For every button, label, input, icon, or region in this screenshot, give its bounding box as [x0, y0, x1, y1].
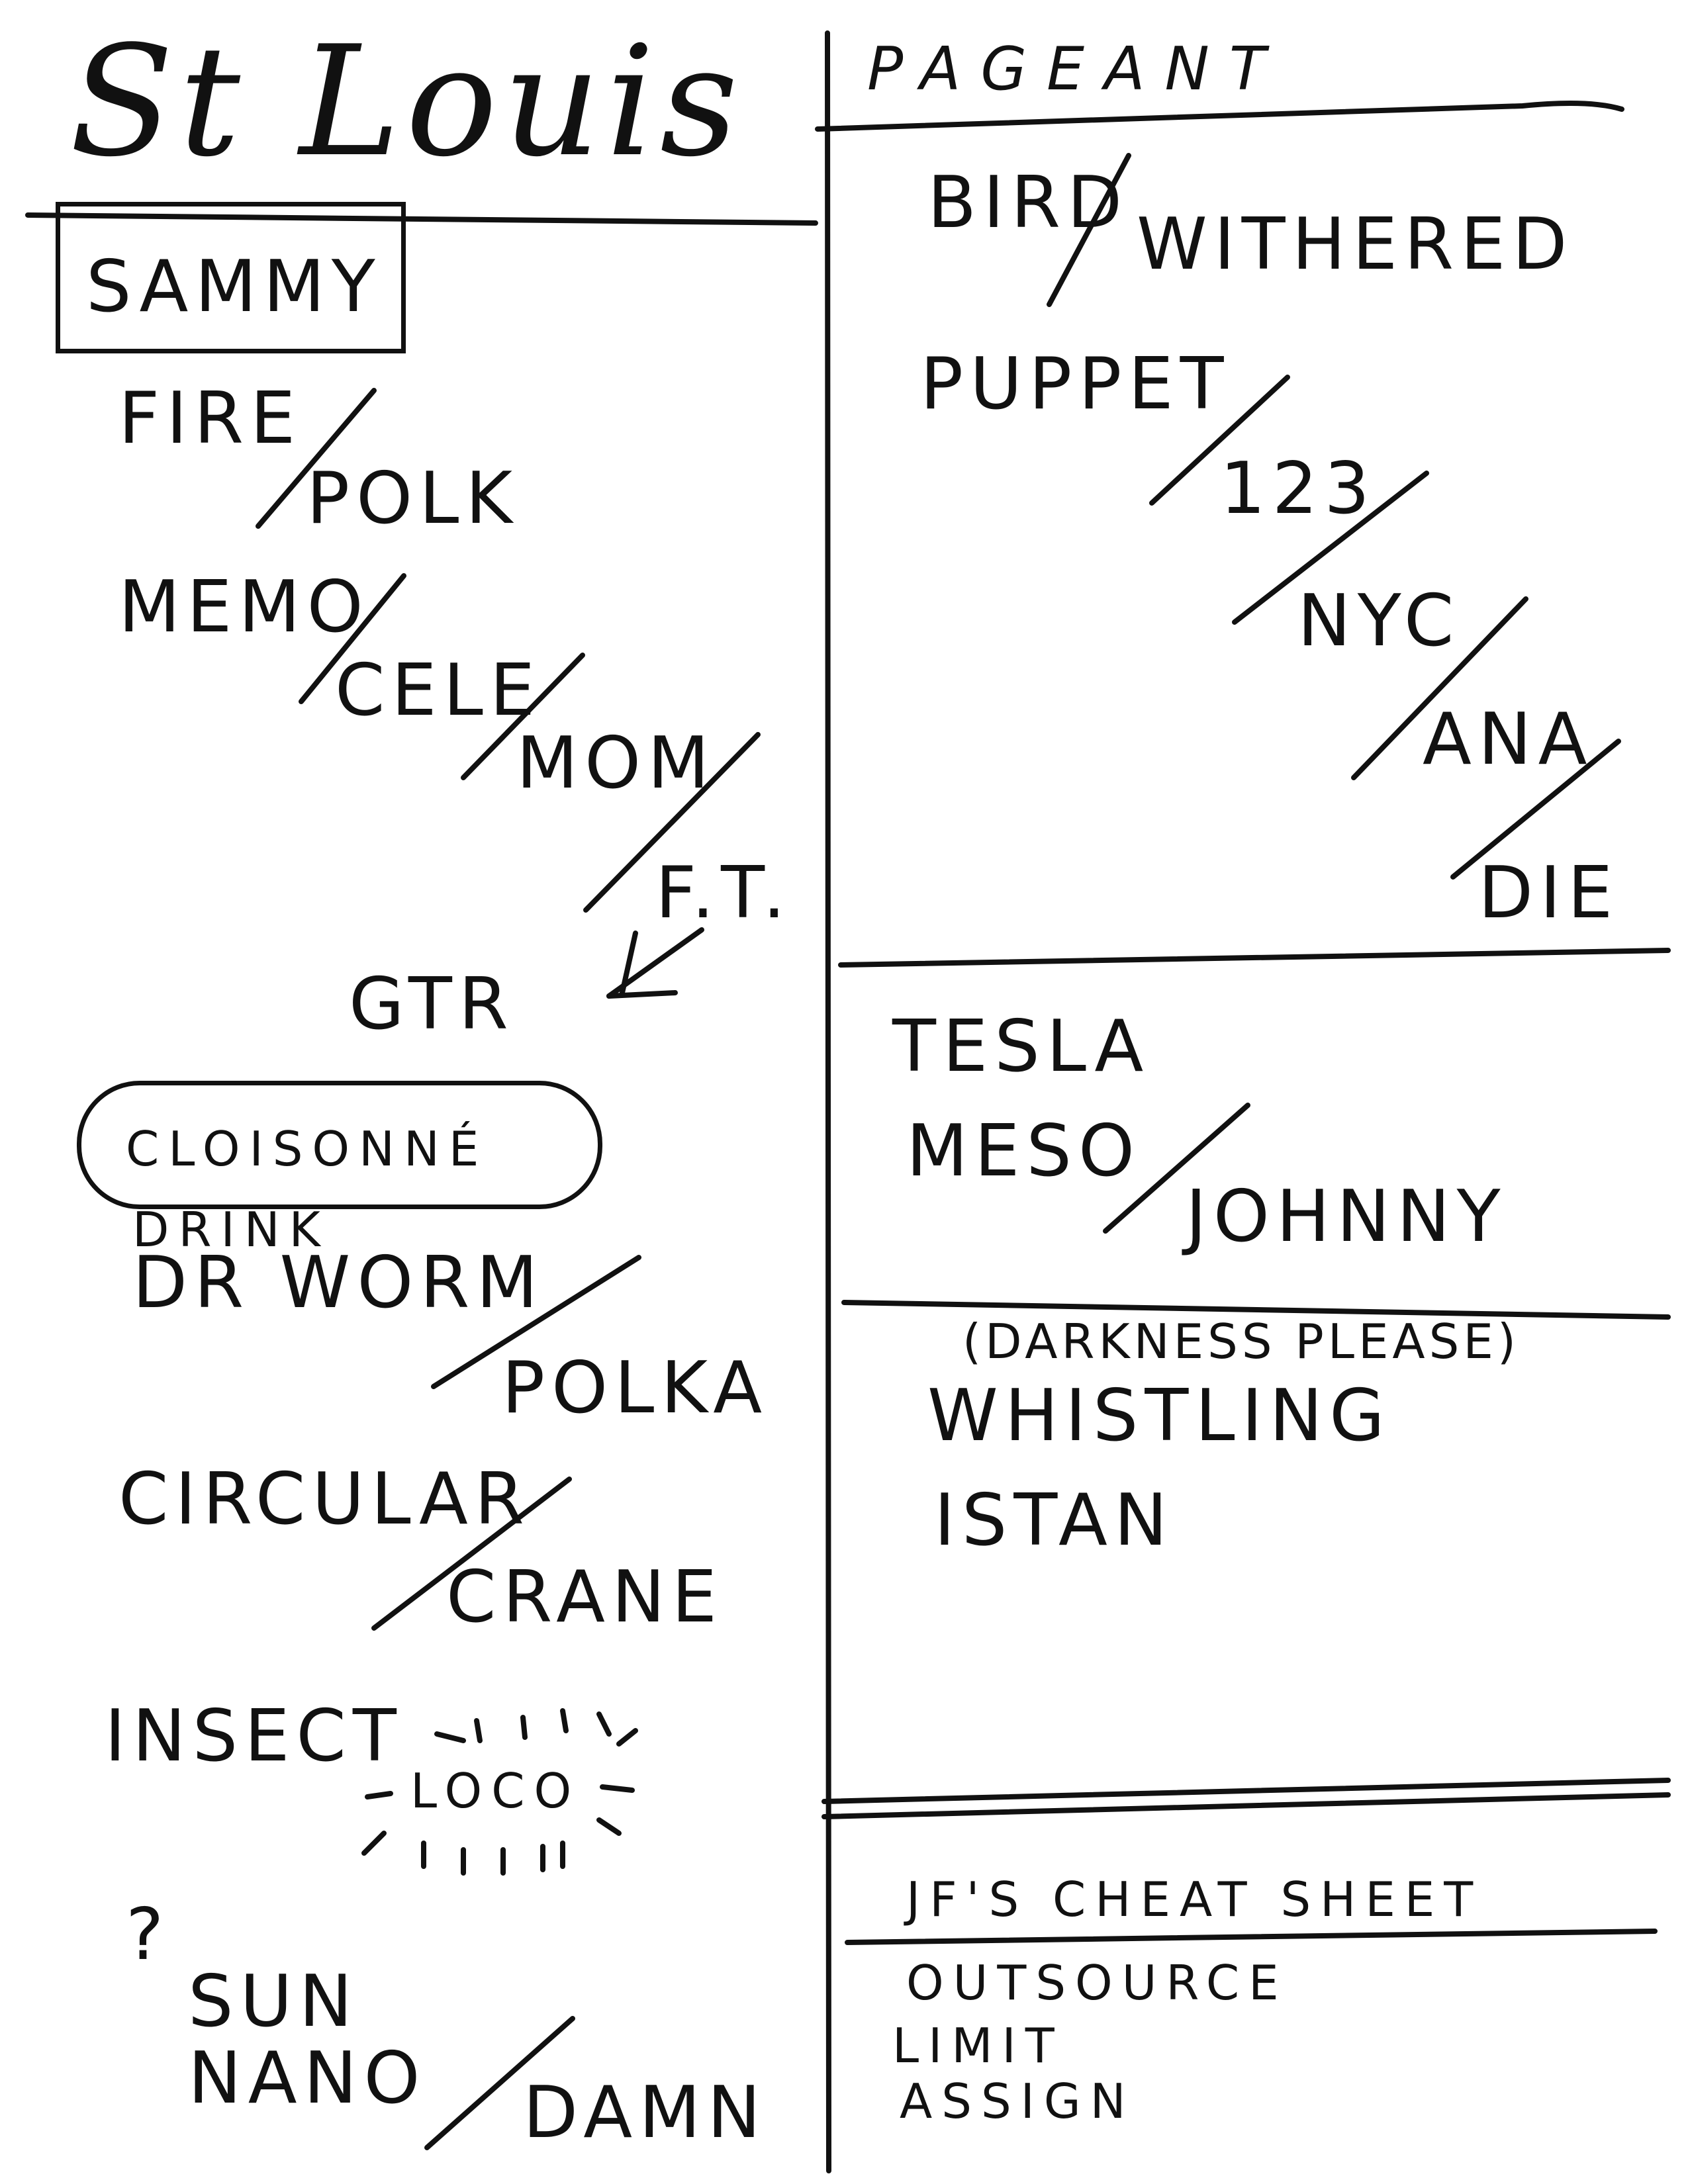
- slash: [1232, 471, 1429, 625]
- song: 123: [1220, 447, 1377, 530]
- right-rule-2: [841, 1300, 1671, 1320]
- song: DAMN: [523, 2071, 768, 2154]
- song: POLKA: [502, 1347, 769, 1430]
- song: ANA: [1423, 698, 1594, 781]
- song: DR WORM: [132, 1242, 545, 1324]
- song: CLOISONNÉ: [126, 1121, 489, 1177]
- song: ?: [126, 1893, 171, 1976]
- song: JOHNNY: [1186, 1175, 1507, 1258]
- cloisonne-oval: [77, 1081, 602, 1209]
- cheat-item: LIMIT: [892, 2018, 1064, 2073]
- right-rule-3b: [821, 1792, 1671, 1819]
- song: WHISTLING: [927, 1375, 1391, 1457]
- arrow: [606, 990, 678, 999]
- slash: [1351, 596, 1528, 780]
- left-header-rule: [25, 212, 818, 226]
- center-divider: [825, 30, 831, 2173]
- cheat-sheet-title: JF'S CHEAT SHEET: [906, 1872, 1483, 1927]
- slash: [1103, 1103, 1250, 1234]
- pageant-title: PAGEANT: [867, 34, 1286, 104]
- song: GTR: [349, 963, 515, 1046]
- loco-rays: [361, 1708, 638, 1876]
- song: NANO: [188, 2037, 427, 2120]
- slash: [299, 573, 406, 704]
- boxed-song: SAMMY: [86, 246, 382, 328]
- song: TESLA: [892, 1005, 1150, 1088]
- cheat-item: ASSIGN: [900, 2073, 1135, 2129]
- right-rule-3a: [821, 1778, 1671, 1804]
- song: MEMO: [118, 566, 370, 649]
- song: BIRD: [927, 161, 1129, 244]
- song: PUPPET: [920, 343, 1231, 426]
- song: FIRE: [118, 377, 303, 460]
- slash: [256, 388, 377, 529]
- song: ISTAN: [934, 1479, 1174, 1562]
- slash: [583, 732, 761, 913]
- song: CELE: [335, 649, 542, 732]
- sammy-box: [56, 202, 406, 353]
- slash: [424, 2016, 575, 2150]
- note: (DARKNESS PLEASE): [962, 1314, 1520, 1369]
- song: WITHERED: [1137, 203, 1574, 286]
- venue-title: St Louis: [70, 14, 744, 191]
- song: POLK: [306, 457, 520, 540]
- song: MESO: [906, 1110, 1141, 1193]
- song: DRINK: [132, 1202, 330, 1257]
- slash: [1450, 739, 1621, 880]
- song: LOCO: [410, 1763, 581, 1819]
- slash: [461, 653, 585, 780]
- slash: [1047, 153, 1131, 307]
- cheat-sheet-rule: [845, 1929, 1658, 1945]
- slash: [371, 1477, 572, 1631]
- slash: [431, 1255, 641, 1389]
- song: MOM: [516, 722, 716, 805]
- song: SUN: [188, 1960, 359, 2043]
- song: F.T.: [655, 852, 792, 934]
- right-rule-1: [838, 948, 1671, 968]
- cheat-item: OUTSOURCE: [906, 1955, 1288, 2011]
- right-header-rule: [815, 101, 1624, 132]
- song: NYC: [1297, 580, 1461, 662]
- song: INSECT: [105, 1695, 403, 1778]
- song: CIRCULAR: [118, 1458, 531, 1541]
- slash: [1149, 375, 1290, 506]
- arrow: [606, 927, 704, 999]
- song: CRANE: [446, 1556, 724, 1639]
- song: DIE: [1478, 852, 1620, 934]
